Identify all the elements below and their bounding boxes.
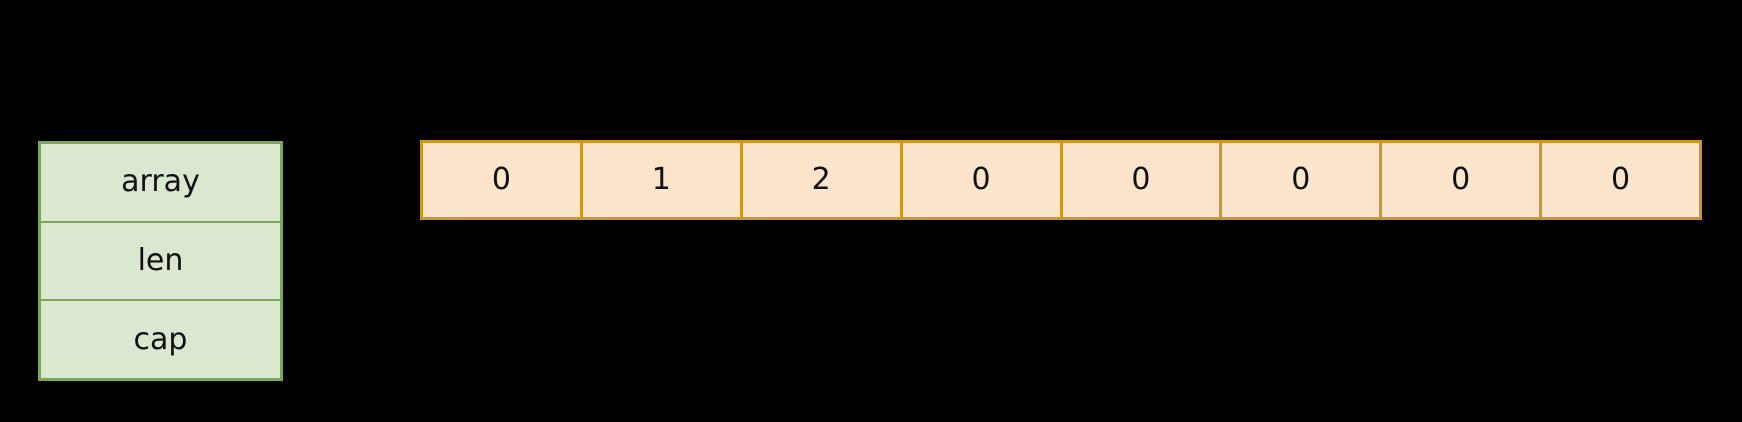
array-cell-4: 0 [1059, 143, 1220, 217]
array-cell-3: 0 [899, 143, 1060, 217]
struct-field-label-cap: cap [133, 321, 188, 357]
struct-row-len: len [41, 220, 280, 300]
slice-struct-table: array len cap [38, 141, 283, 381]
array-cell-3-value: 0 [971, 162, 991, 197]
array-cell-7-value: 0 [1611, 162, 1631, 197]
array-cell-0: 0 [423, 143, 580, 217]
array-cell-5-value: 0 [1291, 162, 1311, 197]
struct-row-array: array [41, 144, 280, 221]
array-cell-1: 1 [579, 143, 740, 217]
array-cell-7: 0 [1539, 143, 1699, 217]
array-cell-2-value: 2 [811, 162, 831, 197]
struct-row-cap: cap [41, 299, 280, 378]
array-cell-1-value: 1 [651, 162, 671, 197]
array-cell-5: 0 [1219, 143, 1379, 217]
array-cell-6-value: 0 [1451, 162, 1471, 197]
array-cell-2: 2 [739, 143, 900, 217]
struct-field-label-len: len [137, 243, 184, 278]
array-cell-6: 0 [1379, 143, 1539, 217]
backing-array: 0 1 2 0 0 0 0 0 [420, 140, 1702, 220]
array-cell-0-value: 0 [491, 162, 511, 197]
array-cell-4-value: 0 [1131, 162, 1151, 197]
struct-field-label-array: array [121, 164, 200, 200]
